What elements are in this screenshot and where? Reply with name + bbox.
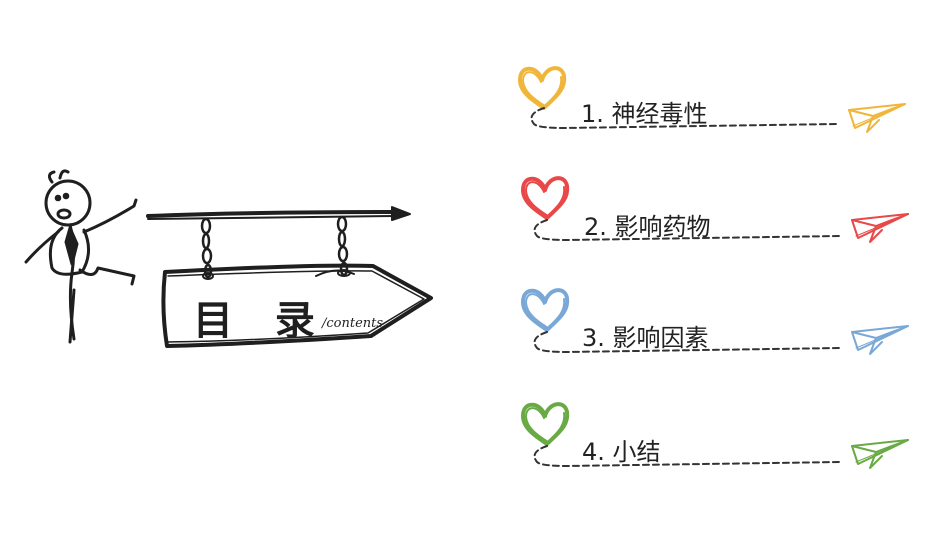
menu-item-label: 1. 神经毒性 — [581, 100, 708, 128]
dashed-line — [533, 445, 842, 468]
paper-plane-icon — [851, 325, 909, 355]
dashed-line — [533, 219, 842, 242]
heart-icon — [521, 402, 570, 446]
menu-item[interactable]: 2. 影响药物 — [0, 0, 950, 243]
paper-plane-icon — [851, 439, 909, 469]
dashed-line — [530, 107, 839, 130]
menu-item[interactable]: 3. 影响因素 — [0, 0, 950, 355]
menu-item-label: 2. 影响药物 — [584, 213, 711, 241]
sign-subtitle: /contents — [322, 316, 384, 331]
menu-item-label: 3. 影响因素 — [582, 324, 709, 352]
heart-icon — [521, 288, 570, 332]
menu-item-label: 4. 小结 — [582, 438, 661, 466]
wooden-sign-icon — [146, 206, 433, 348]
menu-item[interactable]: 4. 小结 — [0, 0, 950, 469]
sign-title: 目 录 — [193, 298, 329, 344]
paper-plane-icon — [848, 103, 906, 133]
dashed-line — [533, 331, 842, 354]
menu-item[interactable]: 1. 神经毒性 — [0, 0, 950, 133]
heart-icon — [521, 176, 570, 220]
stick-figure-icon — [24, 169, 138, 344]
paper-plane-icon — [851, 213, 909, 243]
